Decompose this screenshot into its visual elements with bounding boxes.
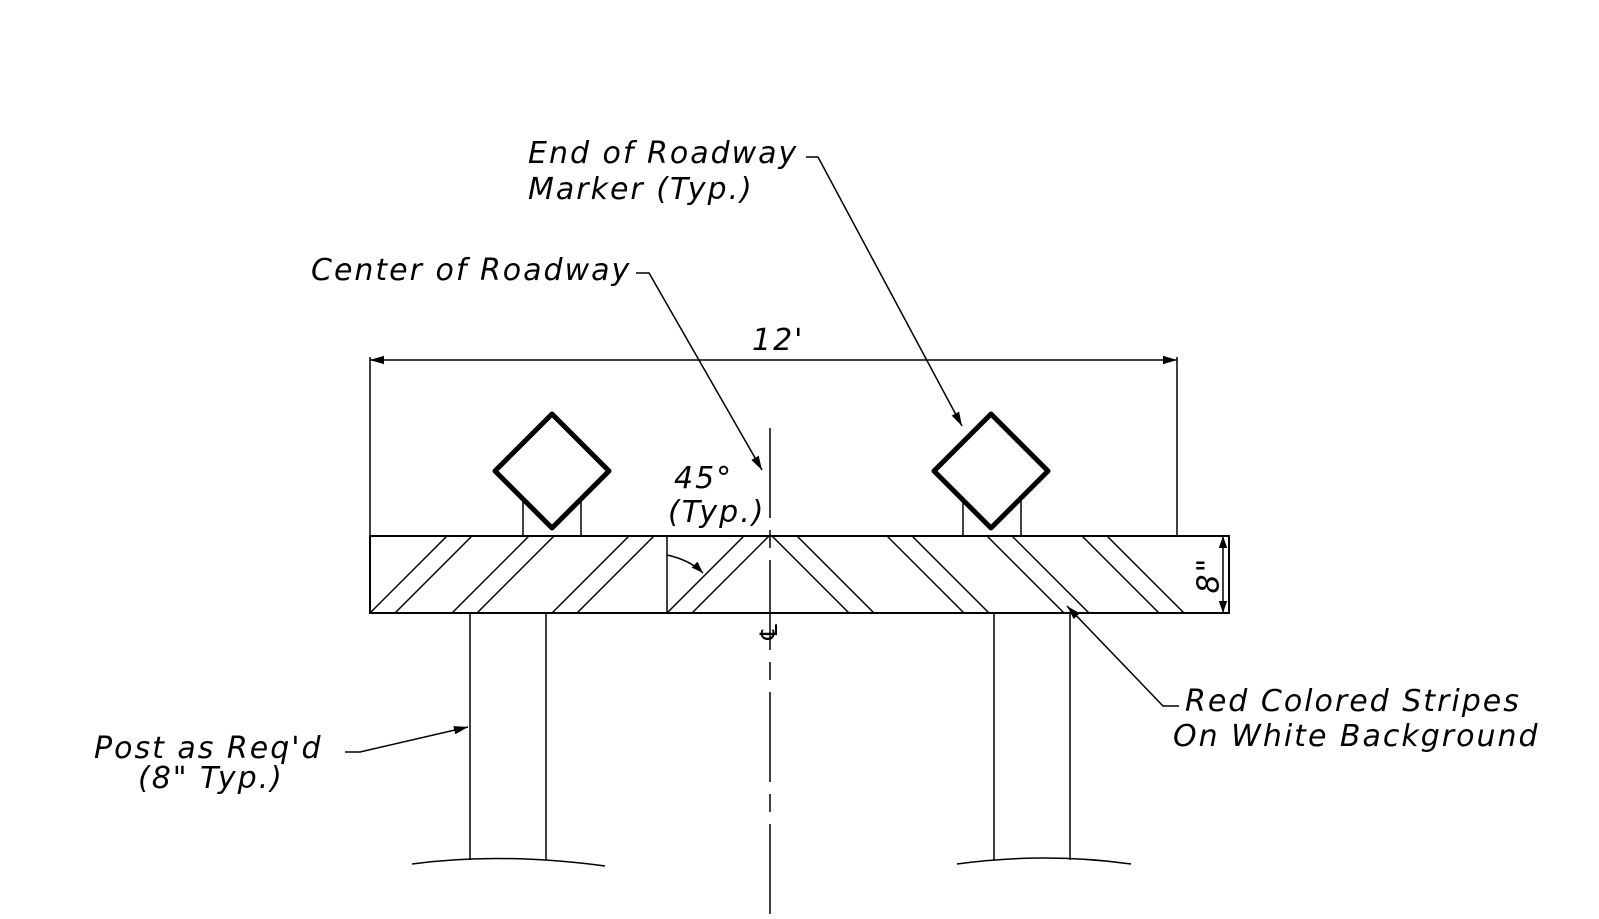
height-dimension: 8" — [1192, 536, 1228, 613]
centerline-symbol: ℄ — [755, 621, 783, 643]
post-label-line1: Post as Req'd — [94, 731, 323, 766]
angle-label: 45° — [674, 461, 733, 496]
angle-callout: 45° (Typ.) — [666, 461, 765, 574]
center-label: Center of Roadway — [311, 253, 631, 288]
stripes-label-line1: Red Colored Stripes — [1185, 684, 1521, 719]
post-left — [411, 613, 606, 867]
center-callout: Center of Roadway — [311, 253, 763, 471]
end-marker-right — [931, 411, 1051, 536]
end-marker-label-line2: Marker (Typ.) — [528, 172, 754, 207]
end-marker-left — [492, 411, 612, 536]
end-marker-callout: End of Roadway Marker (Typ.) — [528, 136, 963, 427]
width-dimension: 12' — [369, 323, 1178, 612]
post-label-line2: (8" Typ.) — [138, 761, 284, 796]
width-dimension-label: 12' — [752, 323, 804, 358]
rail-stripes — [370, 536, 1185, 613]
stripes-callout: Red Colored Stripes On White Background — [1066, 605, 1540, 754]
angle-typ-label: (Typ.) — [668, 495, 765, 530]
post-right — [956, 613, 1132, 865]
centerline: ℄ — [755, 428, 783, 919]
end-marker-label-line1: End of Roadway — [528, 136, 798, 171]
stripes-label-line2: On White Background — [1173, 719, 1540, 754]
height-dimension-label: 8" — [1192, 557, 1227, 594]
post-callout: Post as Req'd (8" Typ.) — [94, 726, 469, 796]
barricade-rail — [369, 535, 1230, 614]
